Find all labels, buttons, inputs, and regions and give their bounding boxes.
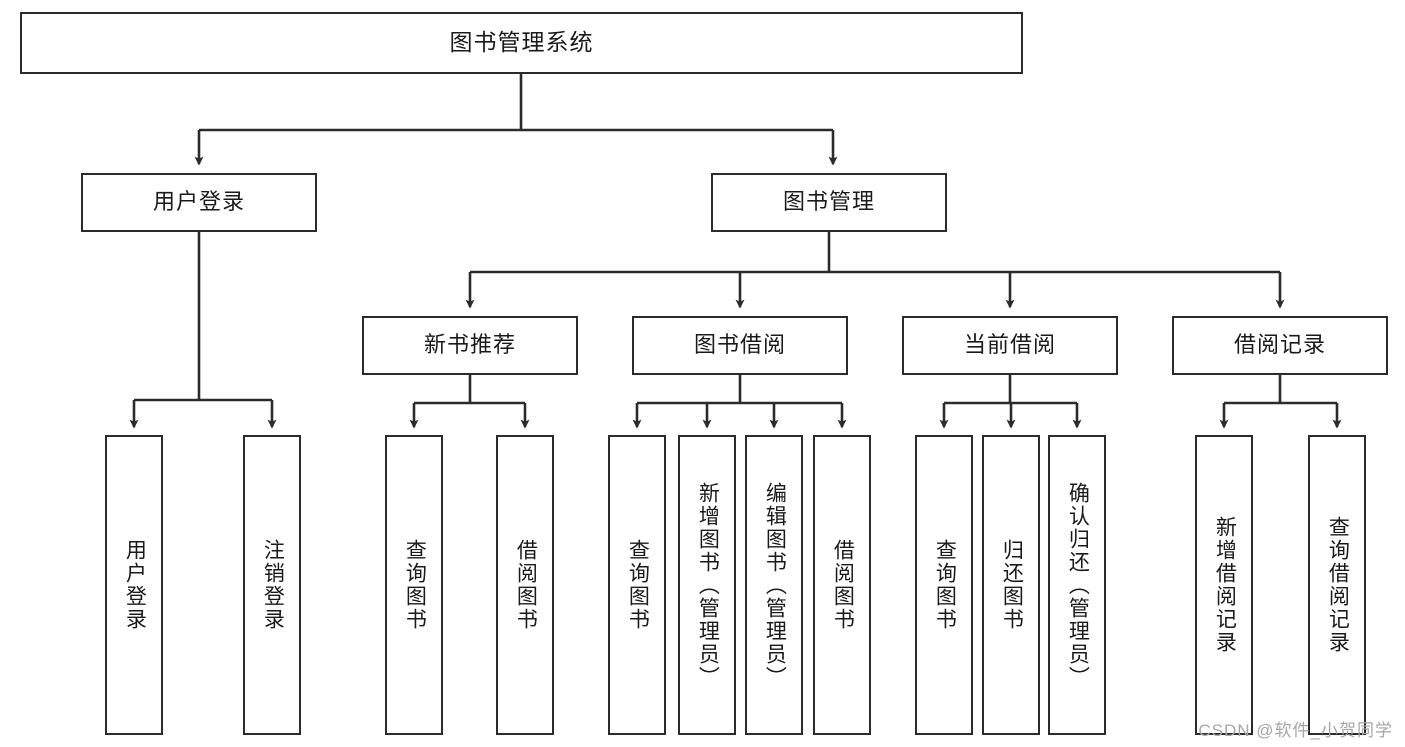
- node-label: 查询图书: [403, 539, 427, 631]
- node-current-borrow[interactable]: 当前借阅: [902, 316, 1118, 375]
- node-borrow-records[interactable]: 借阅记录: [1172, 316, 1388, 375]
- node-leaf-borrow-book[interactable]: 借阅图书: [813, 435, 871, 735]
- node-leaf-query-book-recommend[interactable]: 查询图书: [385, 435, 443, 735]
- node-leaf-borrow-book-recommend[interactable]: 借阅图书: [496, 435, 554, 735]
- node-user-login[interactable]: 用户登录: [81, 173, 317, 232]
- node-label: 借阅图书: [831, 539, 855, 631]
- node-label: 编辑图书（管理员）: [763, 481, 787, 689]
- node-label: 归还图书: [1000, 539, 1024, 631]
- node-leaf-user-login[interactable]: 用户登录: [105, 435, 163, 735]
- node-book-management[interactable]: 图书管理: [711, 173, 947, 232]
- node-label: 查询图书: [626, 539, 650, 631]
- node-leaf-query-book-current[interactable]: 查询图书: [915, 435, 973, 735]
- node-label: 注销登录: [261, 539, 285, 631]
- node-leaf-query-book-borrow[interactable]: 查询图书: [608, 435, 666, 735]
- node-leaf-return-book[interactable]: 归还图书: [982, 435, 1040, 735]
- node-label: 新增图书（管理员）: [696, 481, 720, 689]
- node-leaf-logout[interactable]: 注销登录: [243, 435, 301, 735]
- node-label: 确认归还（管理员）: [1066, 481, 1090, 689]
- watermark-text: CSDN @软件_小贺同学: [1198, 721, 1393, 740]
- node-leaf-edit-book-admin[interactable]: 编辑图书（管理员）: [745, 435, 803, 735]
- node-label: 图书管理: [782, 189, 875, 215]
- node-leaf-query-borrow-record[interactable]: 查询借阅记录: [1308, 435, 1366, 735]
- node-leaf-add-borrow-record[interactable]: 新增借阅记录: [1195, 435, 1253, 735]
- node-label: 借阅记录: [1233, 332, 1326, 358]
- node-label: 借阅图书: [514, 539, 538, 631]
- node-leaf-confirm-return-admin[interactable]: 确认归还（管理员）: [1048, 435, 1106, 735]
- node-label: 新增借阅记录: [1213, 516, 1237, 654]
- node-label: 查询图书: [933, 539, 957, 631]
- node-label: 用户登录: [123, 539, 147, 631]
- node-label: 新书推荐: [423, 332, 516, 358]
- node-book-borrow[interactable]: 图书借阅: [632, 316, 848, 375]
- node-label: 当前借阅: [963, 332, 1056, 358]
- node-root-system[interactable]: 图书管理系统: [20, 12, 1023, 74]
- node-label: 图书借阅: [693, 332, 786, 358]
- node-new-book-recommend[interactable]: 新书推荐: [362, 316, 578, 375]
- node-leaf-add-book-admin[interactable]: 新增图书（管理员）: [678, 435, 736, 735]
- node-label: 图书管理系统: [449, 29, 594, 56]
- node-label: 查询借阅记录: [1326, 516, 1350, 654]
- node-label: 用户登录: [152, 189, 245, 215]
